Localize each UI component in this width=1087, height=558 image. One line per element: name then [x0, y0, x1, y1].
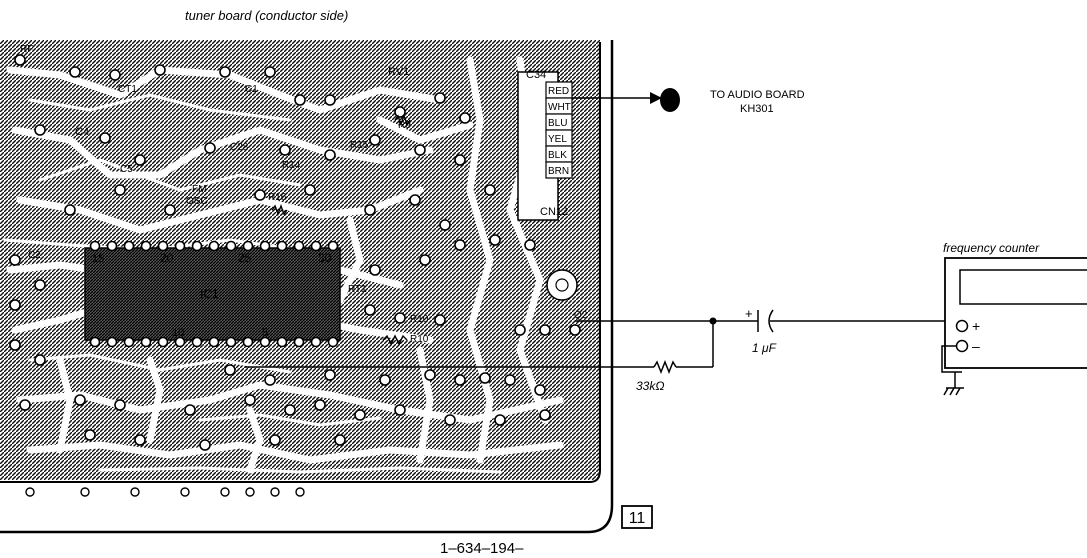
label-c-top: C1	[245, 84, 258, 95]
input-plus-terminal	[955, 319, 969, 333]
audio-board-ref: KH301	[740, 103, 774, 115]
frequency-counter-label: frequency counter	[943, 241, 1040, 255]
label-c5: C5	[120, 164, 133, 175]
tuner-board: IC1	[0, 40, 614, 534]
ground-wire	[941, 345, 962, 373]
ground-icon	[943, 372, 964, 396]
label-osc: OSC	[186, 196, 208, 207]
label-pin-25: 25	[238, 251, 252, 265]
junction-dot	[709, 317, 717, 325]
label-r15: R15	[350, 140, 369, 151]
counter-display	[959, 269, 1087, 305]
capacitor-plus: +	[745, 306, 753, 321]
audio-board-label: TO AUDIO BOARD	[710, 89, 805, 101]
board-number: 11	[629, 510, 646, 527]
edge-pads	[25, 487, 305, 497]
input-plus-label: +	[972, 318, 980, 334]
marker-1-text: 1	[666, 93, 673, 108]
label-r14: R14	[282, 160, 301, 171]
wire-wht: WHT	[548, 102, 571, 113]
audio-board-link: 1 TO AUDIO BOARD KH301	[572, 88, 805, 115]
input-minus-terminal	[955, 339, 969, 353]
label-pin-20: 20	[160, 251, 174, 265]
capacitor-value: 1 μF	[752, 341, 777, 355]
trace-gaps-thin	[3, 93, 502, 474]
board-number-box	[621, 505, 653, 529]
label-q2: Q2	[574, 310, 588, 321]
wire-yel: YEL	[548, 134, 567, 145]
input-minus-label: –	[972, 338, 980, 354]
board-resistors	[271, 114, 411, 346]
frequency-counter: frequency counter + –	[941, 241, 1087, 396]
wire-brn: BRN	[548, 166, 569, 177]
marker-1-badge	[660, 88, 680, 112]
trimmer-inner	[555, 278, 569, 292]
connector-name: CN12	[540, 206, 568, 218]
label-r16: R16	[268, 192, 287, 203]
ic-pins-bottom	[89, 336, 339, 348]
board-labels: RF CT1 C1 RV1 C4 C5 C28 FM OSC R14 R15 R…	[20, 44, 588, 345]
label-ct1: CT1	[118, 84, 137, 95]
diagram-title: tuner board (conductor side)	[185, 8, 348, 23]
ic-pins-top	[89, 240, 339, 252]
label-pin-10: 10	[172, 327, 184, 339]
signal-path	[245, 309, 952, 375]
part-number: 1–634–194–	[440, 540, 524, 557]
wire-blk: BLK	[548, 150, 567, 161]
label-c2: C2	[28, 250, 41, 261]
connector-wire-cells	[545, 81, 573, 179]
label-rv1: RV1	[388, 66, 409, 78]
ic-label: IC1	[200, 287, 219, 301]
label-pin-15: 15	[92, 253, 104, 265]
label-c28: C28	[230, 142, 249, 153]
wire-blu: BLU	[548, 118, 567, 129]
label-c4: C4	[75, 126, 89, 138]
label-r10-a: R10	[410, 314, 429, 325]
board-frame	[0, 40, 614, 534]
label-rt1: RT1	[348, 284, 367, 295]
label-fm: FM	[192, 184, 206, 195]
label-r10-b: R10	[410, 334, 429, 345]
solder-pads	[9, 54, 581, 451]
label-rf: RF	[20, 44, 33, 55]
board-outline	[0, 42, 601, 483]
label-r9: R9	[398, 120, 411, 131]
connector-ref: C34	[526, 69, 546, 81]
label-pin-30: 30	[318, 251, 332, 265]
resistor-value: 33kΩ	[636, 379, 664, 393]
wire-red: RED	[548, 86, 569, 97]
label-pin-5: 5	[262, 327, 268, 339]
